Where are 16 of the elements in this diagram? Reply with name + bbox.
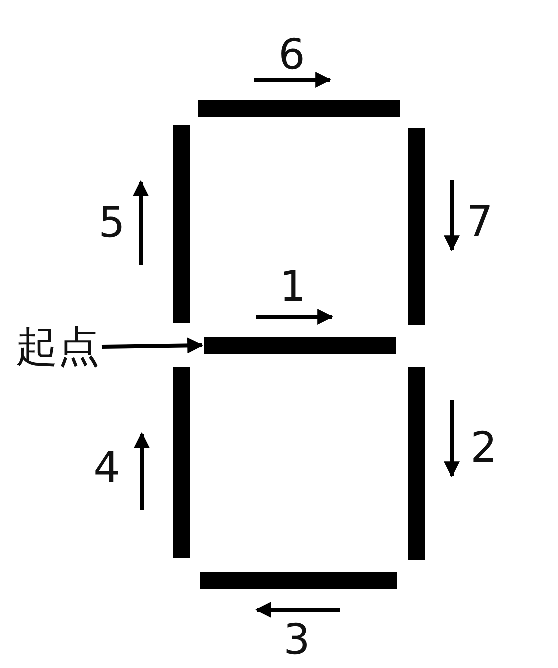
segment-bar (198, 100, 400, 117)
segment-number: 4 (94, 447, 120, 489)
segment-bar (173, 367, 190, 558)
start-label: 起点 (16, 326, 100, 368)
segment-number: 6 (278, 34, 306, 76)
segment-bar (408, 367, 425, 560)
segment-number: 2 (470, 427, 498, 469)
segment-number: 1 (280, 266, 306, 308)
segment-bar (204, 337, 396, 354)
segment-number: 7 (466, 201, 494, 243)
segment-number: 5 (98, 202, 126, 244)
arrow (102, 338, 204, 354)
segment-number: 3 (284, 619, 310, 661)
segment-bar (173, 125, 190, 323)
segment-bar (200, 572, 397, 589)
segment-bar (408, 128, 425, 325)
